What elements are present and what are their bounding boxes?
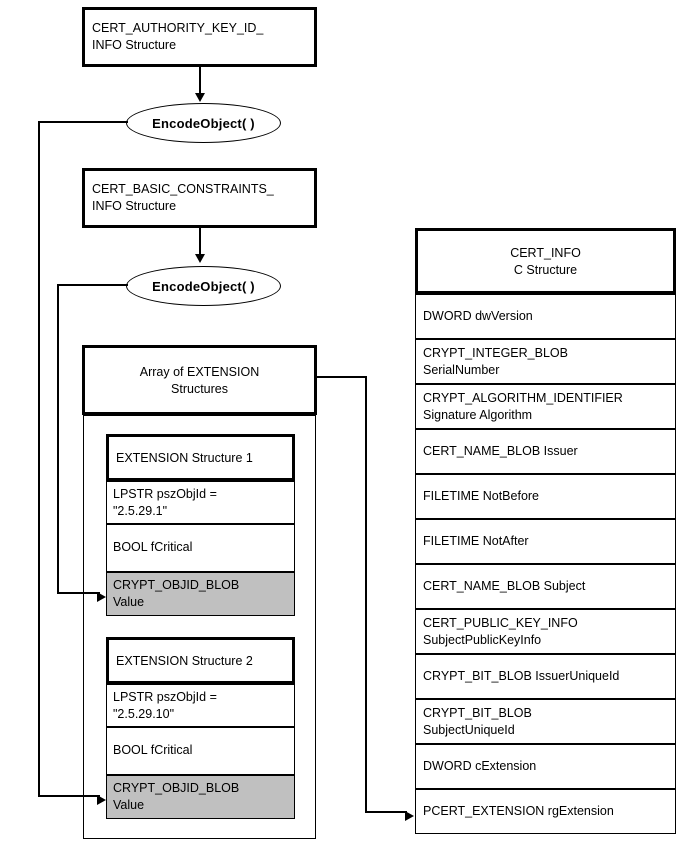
- basic-constraints-info-box: CERT_BASIC_CONSTRAINTS_ INFO Structure: [82, 168, 317, 228]
- arrowhead-authkey-to-encode1: [195, 93, 205, 102]
- connector-array-segment-horizontal-bottom: [365, 811, 407, 813]
- extension-structure-1-header-label: EXTENSION Structure 1: [116, 451, 253, 465]
- arrowhead-basicconstraints-to-encode2: [195, 254, 205, 263]
- connector-authkey-to-encode1: [199, 67, 201, 95]
- arrowhead-encode2-to-structure1-value: [97, 592, 106, 602]
- extension-structure-1-field-pszobjid: LPSTR pszObjId = "2.5.29.1": [106, 481, 295, 524]
- encode-object-1-label: EncodeObject( ): [152, 115, 255, 131]
- extension-structure-2-field-value-label: CRYPT_OBJID_BLOB Value: [113, 781, 240, 812]
- arrowhead-encode1-to-structure2-value: [97, 795, 106, 805]
- extension-structure-1-header: EXTENSION Structure 1: [106, 434, 295, 481]
- basic-constraints-info-label: CERT_BASIC_CONSTRAINTS_ INFO Structure: [92, 182, 274, 213]
- cert-info-row-signature-algorithm-label: CRYPT_ALGORITHM_IDENTIFIER Signature Alg…: [423, 391, 623, 422]
- cert-info-row-subject: CERT_NAME_BLOB Subject: [415, 564, 676, 609]
- cert-info-row-notafter-label: FILETIME NotAfter: [423, 534, 529, 548]
- auth-key-id-info-label: CERT_AUTHORITY_KEY_ID_ INFO Structure: [92, 21, 264, 52]
- cert-info-header-box: CERT_INFO C Structure: [415, 228, 676, 294]
- cert-info-row-issueruniqueid: CRYPT_BIT_BLOB IssuerUniqueId: [415, 654, 676, 699]
- extension-structure-2-field-pszobjid: LPSTR pszObjId = "2.5.29.10": [106, 684, 295, 727]
- cert-info-row-cextension: DWORD cExtension: [415, 744, 676, 789]
- cert-info-row-issuer: CERT_NAME_BLOB Issuer: [415, 429, 676, 474]
- encode-object-ellipse-2: EncodeObject( ): [126, 266, 281, 306]
- connector-encode2-segment-horizontal-bottom: [57, 592, 100, 594]
- cert-info-row-notbefore-label: FILETIME NotBefore: [423, 489, 540, 503]
- array-of-extension-structures-label: Array of EXTENSION Structures: [139, 365, 260, 396]
- extension-structure-1-field-value: CRYPT_OBJID_BLOB Value: [106, 572, 295, 616]
- connector-encode2-segment-horizontal-top: [57, 284, 128, 286]
- cert-info-row-notafter: FILETIME NotAfter: [415, 519, 676, 564]
- cert-info-row-cextension-label: DWORD cExtension: [423, 759, 537, 773]
- connector-encode2-segment-vertical: [57, 284, 59, 594]
- connector-array-segment-horizontal-top: [315, 376, 367, 378]
- extension-structure-1-field-value-label: CRYPT_OBJID_BLOB Value: [113, 578, 240, 609]
- encode-object-ellipse-1: EncodeObject( ): [126, 103, 281, 143]
- encode-object-2-label: EncodeObject( ): [152, 278, 255, 294]
- cert-info-row-rgextension: PCERT_EXTENSION rgExtension: [415, 789, 676, 834]
- cert-info-row-issueruniqueid-label: CRYPT_BIT_BLOB IssuerUniqueId: [423, 669, 620, 683]
- cert-info-row-subjectuniqueid-label: CRYPT_BIT_BLOB SubjectUniqueId: [423, 706, 532, 737]
- cert-info-row-serialnumber-label: CRYPT_INTEGER_BLOB SerialNumber: [423, 346, 568, 377]
- extension-structure-2-header: EXTENSION Structure 2: [106, 637, 295, 684]
- extension-structure-1-field-pszobjid-label: LPSTR pszObjId = "2.5.29.1": [113, 487, 217, 518]
- extension-structure-2-field-value: CRYPT_OBJID_BLOB Value: [106, 775, 295, 819]
- extension-structure-2-field-pszobjid-label: LPSTR pszObjId = "2.5.29.10": [113, 690, 217, 721]
- extension-structures-container: [83, 415, 316, 839]
- auth-key-id-info-box: CERT_AUTHORITY_KEY_ID_ INFO Structure: [82, 7, 317, 67]
- connector-encode1-segment-horizontal-bottom: [38, 795, 100, 797]
- cert-info-header-label: CERT_INFO C Structure: [510, 246, 581, 277]
- cert-info-row-signature-algorithm: CRYPT_ALGORITHM_IDENTIFIER Signature Alg…: [415, 384, 676, 429]
- extension-structure-1-field-fcritical: BOOL fCritical: [106, 524, 295, 572]
- connector-array-segment-vertical: [365, 376, 367, 813]
- cert-info-row-subject-label: CERT_NAME_BLOB Subject: [423, 579, 586, 593]
- connector-encode1-segment-horizontal-top: [38, 121, 128, 123]
- extension-structure-1-field-fcritical-label: BOOL fCritical: [113, 540, 193, 554]
- cert-info-row-subjectuniqueid: CRYPT_BIT_BLOB SubjectUniqueId: [415, 699, 676, 744]
- connector-encode1-segment-vertical: [38, 121, 40, 797]
- arrowhead-array-to-rgextension: [405, 811, 414, 821]
- cert-info-row-subjectpublickeyinfo-label: CERT_PUBLIC_KEY_INFO SubjectPublicKeyInf…: [423, 616, 578, 647]
- cert-info-row-rgextension-label: PCERT_EXTENSION rgExtension: [423, 804, 614, 818]
- cert-info-row-notbefore: FILETIME NotBefore: [415, 474, 676, 519]
- extension-structure-2-field-fcritical-label: BOOL fCritical: [113, 743, 193, 757]
- cert-info-row-issuer-label: CERT_NAME_BLOB Issuer: [423, 444, 578, 458]
- cert-info-row-subjectpublickeyinfo: CERT_PUBLIC_KEY_INFO SubjectPublicKeyInf…: [415, 609, 676, 654]
- array-of-extension-structures-box: Array of EXTENSION Structures: [82, 345, 317, 415]
- cert-info-row-dwversion-label: DWORD dwVersion: [423, 309, 533, 323]
- connector-basicconstraints-to-encode2: [199, 228, 201, 256]
- extension-structure-2-header-label: EXTENSION Structure 2: [116, 654, 253, 668]
- cert-info-row-dwversion: DWORD dwVersion: [415, 294, 676, 339]
- extension-structure-2-field-fcritical: BOOL fCritical: [106, 727, 295, 775]
- cert-info-row-serialnumber: CRYPT_INTEGER_BLOB SerialNumber: [415, 339, 676, 384]
